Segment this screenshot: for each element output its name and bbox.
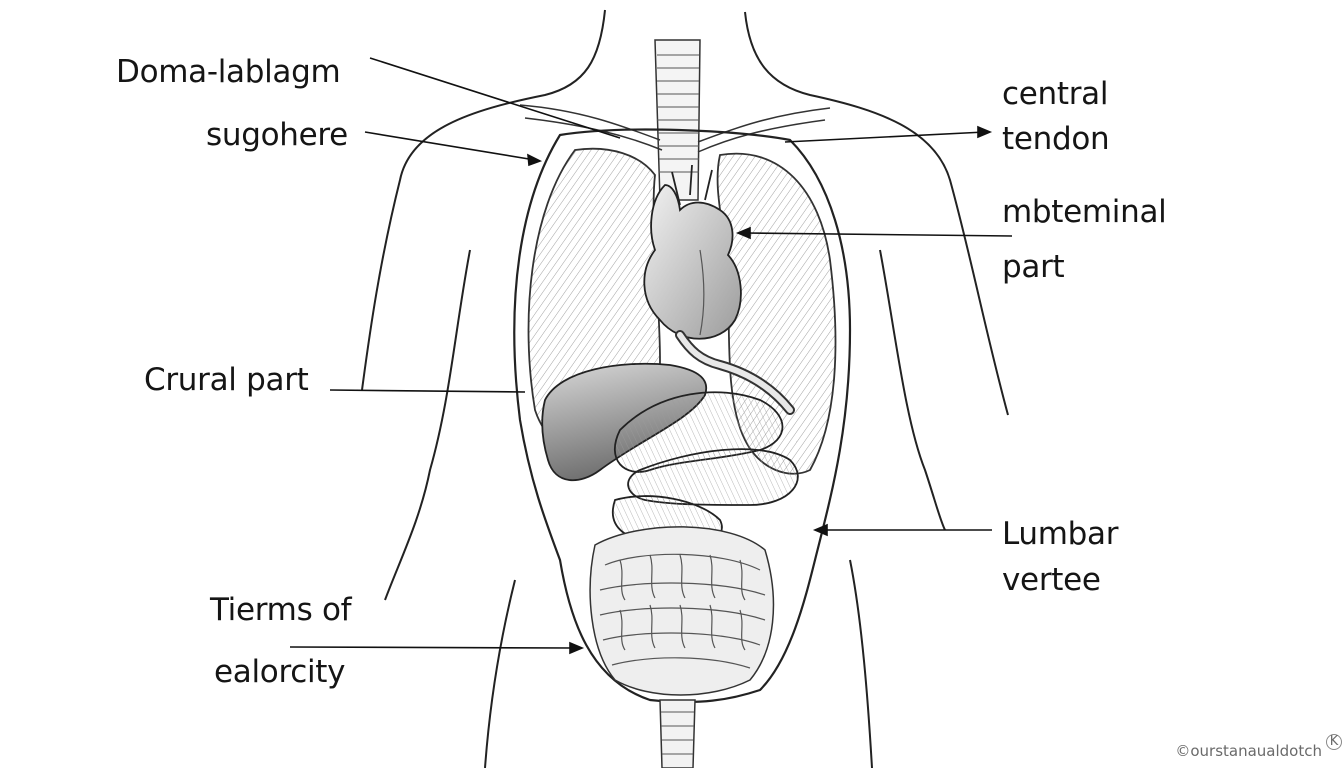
- label-top-right-1: central: [1002, 76, 1109, 112]
- stomach: [612, 391, 799, 548]
- leader-line-bottom-left: [289, 641, 585, 655]
- watermark-mark-icon: K: [1326, 734, 1342, 750]
- label-bottom-left-1: Tierms of: [210, 592, 352, 628]
- label-right-low-2: vertee: [1002, 562, 1101, 598]
- label-top-right-2: tendon: [1002, 121, 1110, 157]
- leader-line-right-low: [812, 523, 992, 537]
- leader-line-top-left-2: [364, 131, 543, 167]
- heart: [643, 164, 742, 340]
- leader-line-left-mid: [329, 389, 526, 393]
- watermark-text: ©ourstanaualdotch: [1175, 742, 1322, 760]
- body-outline: [361, 9, 1009, 768]
- label-mid-right-1: mbteminal: [1002, 194, 1167, 230]
- rectum: [659, 699, 696, 768]
- leader-lines: [289, 57, 1013, 655]
- label-right-low-1: Lumbar: [1002, 516, 1119, 552]
- trachea: [654, 39, 701, 201]
- leader-line-mid-right: [735, 226, 1013, 240]
- intestines: [589, 526, 775, 696]
- cavity-wall: [513, 128, 852, 704]
- label-left-mid: Crural part: [144, 362, 309, 398]
- label-bottom-left-2: ealorcity: [214, 654, 346, 690]
- leader-line-top-left-1: [369, 57, 621, 139]
- label-mid-right-2: part: [1002, 249, 1065, 285]
- label-top-left-2: sugohere: [206, 117, 348, 153]
- label-top-left-1: Doma-lablagm: [116, 54, 341, 90]
- leader-line-top-right: [784, 125, 993, 143]
